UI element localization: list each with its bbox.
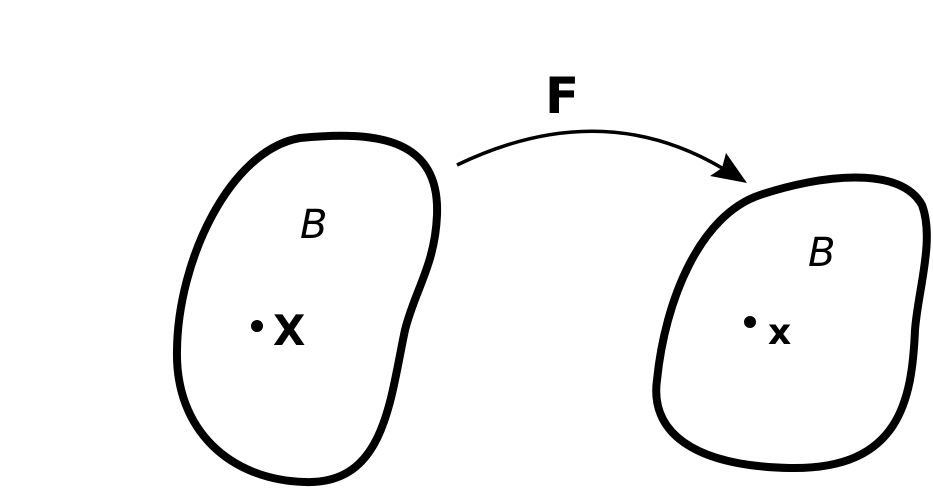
reference-point-label: X: [273, 306, 305, 355]
map-label: F: [545, 67, 579, 125]
mapping-arrow: [456, 129, 723, 170]
current-point-label: x: [768, 312, 791, 353]
current-point-dot: [744, 316, 756, 328]
current-body-outline: [652, 173, 931, 473]
reference-body-label: B: [300, 202, 327, 248]
reference-point-dot: [251, 320, 263, 332]
reference-body-outline: [172, 131, 442, 487]
current-body-label: B: [808, 230, 835, 276]
arrowhead-icon: [710, 153, 747, 183]
